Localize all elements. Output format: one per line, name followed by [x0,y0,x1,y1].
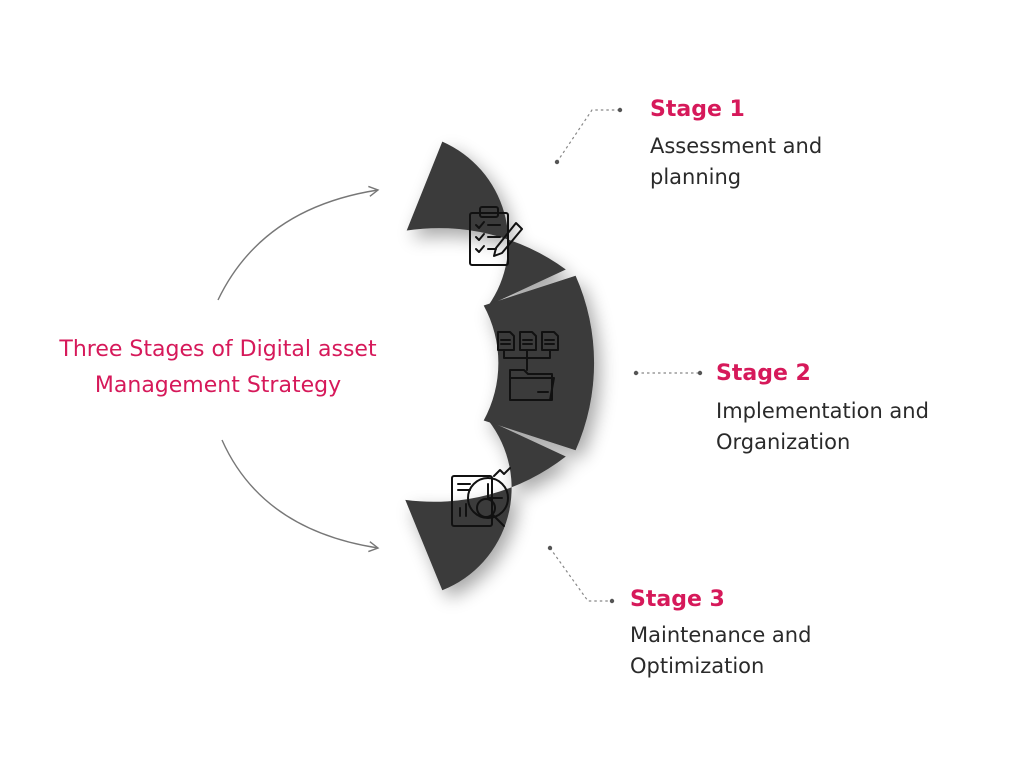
stage-3-leader [549,547,612,602]
stage-3-heading: Stage 3 [630,587,725,612]
clipboard-checklist-icon [469,206,523,266]
leader-dots [547,107,703,604]
diagram-title: Three Stages of Digital asset Management… [18,332,418,404]
leader-lines [549,109,700,602]
arc-segments [405,141,595,591]
stage-2-heading: Stage 2 [716,361,811,386]
stage-2-description-line-1: Implementation and [716,399,929,423]
cycle-arrow-bottom [221,439,380,553]
stage-2-leader-dot-start [633,370,639,376]
stage-3-leader-dot-end [609,598,615,604]
analytics-magnifier-icon [451,467,511,527]
stage-1-segment [406,141,566,306]
stage-1-description: Assessment and planning [650,131,822,193]
stage-1-leader [556,109,620,163]
stage-1-description-line-2: planning [650,165,742,189]
stage-3-segment [405,420,566,591]
stage-3-description-line-1: Maintenance and [630,623,812,647]
cycle-arrow-top [217,185,380,301]
folder-documents-icon [497,331,559,401]
diagram-title-line-2: Management Strategy [94,373,342,398]
stage-1-description-line-1: Assessment and [650,134,823,158]
stage-2-leader-dot-end [697,370,703,376]
stage-2-segment [483,275,595,451]
stage-3-description-line-2: Optimization [630,654,765,678]
stage-1-leader-dot-start [554,159,560,165]
stage-2-description-line-2: Organization [716,430,851,454]
stage-3-description: Maintenance and Optimization [630,620,811,682]
stage-3-leader-dot-start [547,545,553,551]
stage-1-leader-dot-end [617,107,623,113]
stage-2-description: Implementation and Organization [716,396,929,458]
stage-1-heading: Stage 1 [650,97,745,122]
diagram-title-line-1: Three Stages of Digital asset [59,337,377,362]
